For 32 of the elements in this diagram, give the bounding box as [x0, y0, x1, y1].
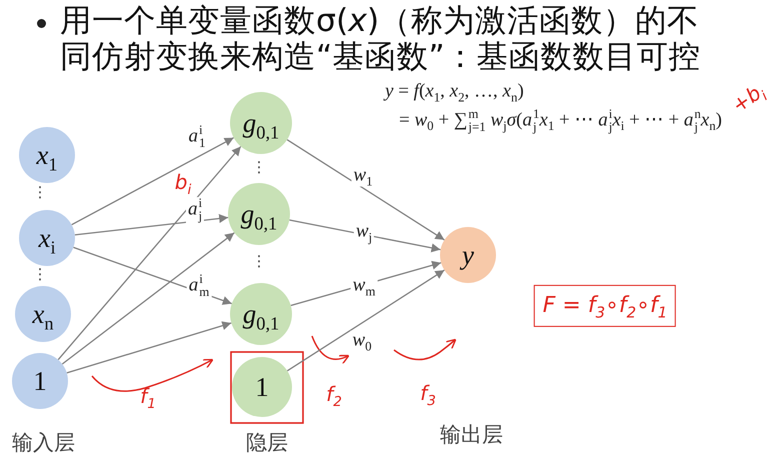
formula: y = f(x$_{1}$, x$_{2}$, …, x$_{n}$)	[385, 82, 524, 102]
hidden-neuron: g$_{0,1}$	[228, 183, 290, 245]
edge-label: w$_{0}$	[350, 330, 374, 352]
vertical-ellipsis: ⋮	[252, 158, 266, 176]
formula: = w$_{0}$ + ∑$_{j=1}$$^{m}$ w$_{j}$σ(a$_{j}$$^{1}$x$_{1}$ + ⋯ a$_{j}$$^{i}$x$_{i}$ + ⋯ + a$_{j}$$^{n}$x$_{n}$)	[399, 108, 722, 134]
vertical-ellipsis: ⋮	[32, 184, 48, 200]
vertical-ellipsis: ⋮	[252, 252, 266, 270]
arrow	[286, 270, 445, 372]
bias-neuron: 1	[12, 353, 68, 409]
slide-title: 用一个单变量函数σ(x)（称为激活函数）的不同仿射变换来构造“基函数”：基函数数目可控	[60, 3, 702, 75]
arrow	[289, 219, 441, 252]
handwritten-note: f$_{3}$	[420, 382, 436, 404]
arrow	[286, 139, 445, 240]
layer-label: 隐层	[246, 431, 288, 455]
layer-label: 输入层	[12, 431, 75, 455]
handwritten-formula: F = f$_{3}$∘f$_{2}$∘f$_{1}$	[534, 284, 676, 328]
handwritten-note: b$_{i}$	[174, 171, 192, 193]
output-neuron: y	[440, 227, 496, 283]
input-neuron: x$_{1}$	[19, 127, 75, 183]
hidden-neuron: g$_{0,1}$	[230, 92, 292, 154]
hidden-neuron: g$_{0,1}$	[230, 283, 292, 345]
arrow	[74, 214, 228, 236]
layer-label: 输出层	[440, 423, 503, 447]
input-neuron: x$_{n}$	[15, 286, 71, 342]
bias-neuron: 1	[232, 357, 292, 417]
input-neuron: x$_{i}$	[19, 210, 75, 266]
handwritten-note: f$_{1}$	[140, 385, 156, 407]
arrow	[62, 232, 235, 365]
handwritten-note: f$_{2}$	[326, 383, 342, 405]
arrow	[58, 146, 242, 360]
arrow	[71, 137, 234, 226]
vertical-ellipsis: ⋮	[32, 266, 48, 282]
